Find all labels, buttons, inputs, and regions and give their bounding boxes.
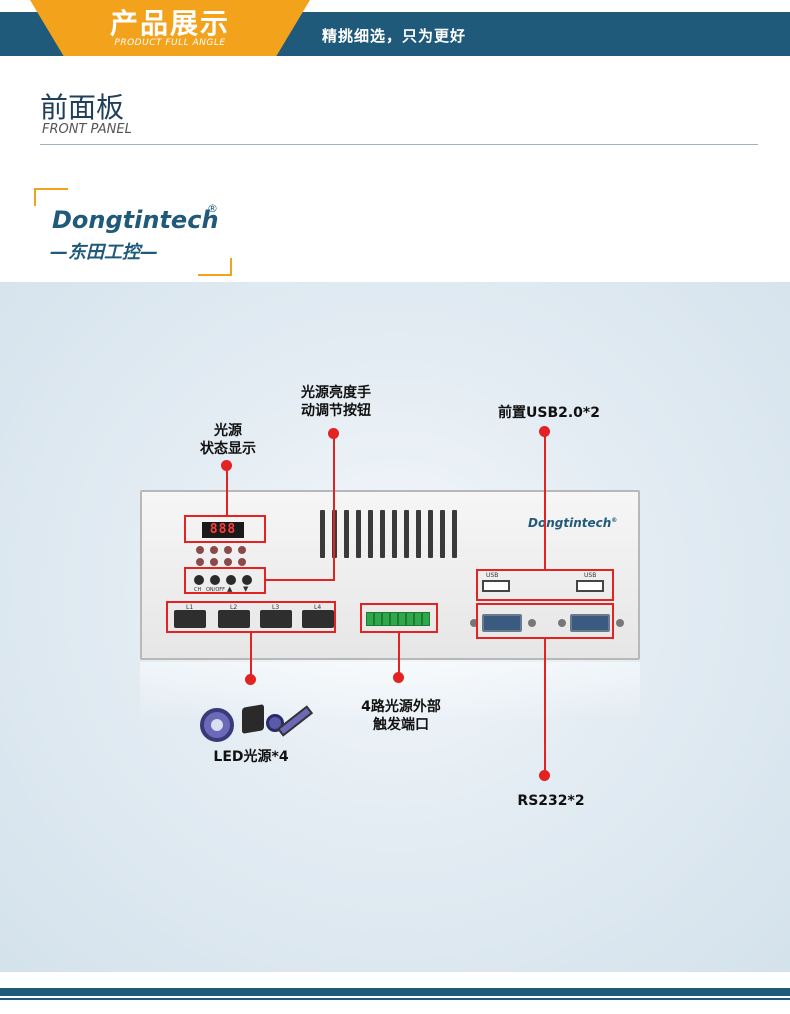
- status-led: [238, 558, 246, 566]
- vent-slot: [416, 510, 421, 558]
- trigger-terminal[interactable]: [406, 612, 414, 626]
- light-connector[interactable]: [174, 610, 206, 628]
- logo-cn-name: —东田工控—: [50, 242, 158, 263]
- status-led: [196, 558, 204, 566]
- power-toggle-button[interactable]: [210, 575, 220, 585]
- vent-slot: [428, 510, 433, 558]
- callout-front-usb: 前置USB2.0*2: [498, 405, 600, 421]
- callout-brightness-knob: 光源亮度手 动调节按钮: [301, 385, 371, 419]
- device-registered-mark: ®: [611, 517, 618, 524]
- vent-slot: [356, 510, 361, 558]
- callout-line: [250, 633, 252, 679]
- knob-label: ▼: [243, 585, 249, 593]
- callout-dot: [393, 672, 404, 683]
- vent-slot: [380, 510, 385, 558]
- vent-slot: [404, 510, 409, 558]
- trigger-terminal[interactable]: [366, 612, 374, 626]
- trigger-terminal[interactable]: [398, 612, 406, 626]
- port-screw: [470, 619, 478, 627]
- light-connector[interactable]: [218, 610, 250, 628]
- vent-slot: [368, 510, 373, 558]
- logo-corner-top-left: [34, 188, 68, 206]
- brightness-down-button[interactable]: [242, 575, 252, 585]
- callout-status-display: 光源 状态显示: [200, 423, 256, 457]
- callout-dot: [221, 460, 232, 471]
- logo-corner-bottom-right: [198, 258, 232, 276]
- banner-subtitle: PRODUCT FULL ANGLE: [114, 38, 226, 48]
- device-brand-text: Dongtintech: [528, 516, 612, 530]
- callout-led-light: LED光源*4: [213, 749, 289, 765]
- callout-line: [266, 579, 335, 581]
- banner-title: 产品展示: [109, 7, 230, 40]
- vent-slot: [320, 510, 325, 558]
- rs232-port[interactable]: [570, 614, 610, 632]
- usb-port[interactable]: [482, 580, 510, 592]
- banner-slogan: 精挑细选，只为更好: [322, 27, 467, 45]
- port-screw: [528, 619, 536, 627]
- usb-port[interactable]: [576, 580, 604, 592]
- highlight-trigger-port: [360, 603, 438, 633]
- callout-line: [544, 639, 546, 773]
- footer-bar: [0, 988, 790, 996]
- section-title: 前面板: [40, 91, 125, 124]
- ring-light-hole: [211, 719, 223, 731]
- vent-slot: [344, 510, 349, 558]
- banner-divider-line: [300, 12, 720, 16]
- trigger-terminal[interactable]: [374, 612, 382, 626]
- usb-label: USB: [486, 572, 499, 579]
- status-led: [196, 546, 204, 554]
- port-screw: [616, 619, 624, 627]
- callout-dot: [245, 674, 256, 685]
- status-led: [210, 546, 218, 554]
- connector-label: L2: [230, 604, 238, 611]
- light-connector[interactable]: [302, 610, 334, 628]
- highlight-brightness-buttons: [184, 567, 266, 594]
- status-led: [210, 558, 218, 566]
- port-screw: [558, 619, 566, 627]
- callout-external-trigger: 4路光源外部 触发端口: [361, 699, 441, 733]
- status-led: [224, 558, 232, 566]
- logo-registered-mark: ®: [207, 202, 218, 215]
- footer-thin-bar: [0, 998, 790, 1000]
- highlight-rs232-ports: [476, 603, 614, 639]
- seven-segment-display: 888: [202, 522, 244, 538]
- logo-brand-text: Dongtintech: [52, 206, 219, 234]
- callout-line: [226, 466, 228, 516]
- callout-line: [544, 431, 546, 570]
- light-connector[interactable]: [260, 610, 292, 628]
- trigger-terminal[interactable]: [382, 612, 390, 626]
- callout-rs232: RS232*2: [517, 793, 585, 809]
- usb-label: USB: [584, 572, 597, 579]
- status-led: [238, 546, 246, 554]
- knob-label: ▲: [227, 585, 233, 593]
- highlight-usb-ports: [476, 569, 614, 601]
- callout-line: [398, 633, 400, 675]
- banner-title-tab: 产品展示 PRODUCT FULL ANGLE: [30, 0, 310, 56]
- brightness-up-button[interactable]: [226, 575, 236, 585]
- knob-label: CH: [194, 587, 202, 593]
- channel-button[interactable]: [194, 575, 204, 585]
- brand-logo: Dongtintech ® —东田工控—: [34, 188, 232, 276]
- vent-slot: [452, 510, 457, 558]
- connector-label: L1: [186, 604, 194, 611]
- highlight-led-connectors: [166, 601, 336, 633]
- vent-slot: [392, 510, 397, 558]
- section-subtitle: FRONT PANEL: [42, 122, 132, 137]
- connector-label: L3: [272, 604, 280, 611]
- vent-slot: [440, 510, 445, 558]
- knob-label: ON/OFF: [206, 587, 226, 593]
- status-led: [224, 546, 232, 554]
- callout-line: [333, 433, 335, 580]
- trigger-terminal[interactable]: [422, 612, 430, 626]
- highlight-status-display: [184, 515, 266, 543]
- trigger-terminal[interactable]: [390, 612, 398, 626]
- device-brand-logo: Dongtintech®: [528, 516, 617, 530]
- rs232-port[interactable]: [482, 614, 522, 632]
- trigger-terminal[interactable]: [414, 612, 422, 626]
- callout-dot: [539, 770, 550, 781]
- block-light-icon: [242, 704, 264, 734]
- connector-label: L4: [314, 604, 322, 611]
- section-divider: [40, 144, 758, 145]
